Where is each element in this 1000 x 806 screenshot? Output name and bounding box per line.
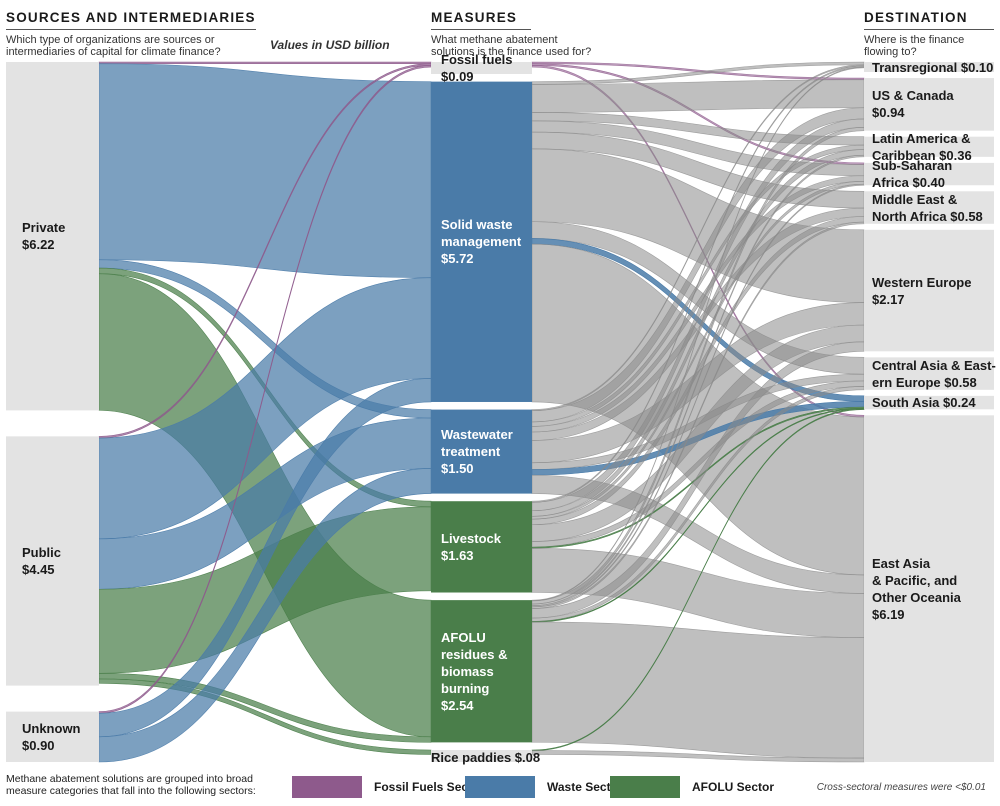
source-label-private: Private $6.22 <box>22 220 66 253</box>
destination-header-rule <box>864 29 994 30</box>
measure-label-rice: Rice paddies $.08 <box>431 749 541 765</box>
link-private-to-fossil <box>98 61 432 64</box>
nodes <box>6 62 994 762</box>
destination-node-latam <box>864 136 994 157</box>
source-links <box>98 61 432 763</box>
link-solid-to-usca <box>531 79 865 113</box>
cross-sectoral-note: Cross-sectoral measures were <$0.01 <box>816 782 986 793</box>
values-unit-note: Values in USD billion <box>270 38 390 52</box>
sources-header: SOURCES AND INTERMEDIARIES <box>6 10 256 25</box>
destination-links <box>531 61 865 763</box>
destination-node-sasia <box>864 395 994 410</box>
measure-label-livestock: Livestock $1.63 <box>441 530 501 563</box>
measure-node-rice <box>431 750 532 762</box>
source-node-public <box>6 436 99 686</box>
destination-node-eap <box>864 415 994 762</box>
measure-node-afolu <box>431 600 532 743</box>
destination-node-usca <box>864 78 994 131</box>
legend-waste-swatch <box>465 776 535 798</box>
legend-afolu: AFOLU Sector <box>610 776 774 798</box>
source-label-unknown: Unknown $0.90 <box>22 720 81 753</box>
measure-node-livestock <box>431 501 532 593</box>
destination-label-eap: East Asia & Pacific, and Other Oceania $… <box>872 555 961 622</box>
link-private-to-solid <box>98 63 432 278</box>
measure-label-fossil: Fossil fuels $0.09 <box>441 52 513 84</box>
legend-afolu-swatch <box>610 776 680 798</box>
measure-label-wastewater: Wastewater treatment $1.50 <box>441 427 513 477</box>
destination-subtitle: Where is the finance flowing to? <box>864 34 965 58</box>
measures-header-rule <box>431 29 531 30</box>
legend-fossil: Fossil Fuels Sector <box>292 776 484 798</box>
sources-subtitle: Which type of organizations are sources … <box>6 34 221 58</box>
destination-label-mena: Middle East & North Africa $0.58 <box>872 191 983 224</box>
source-node-private <box>6 62 99 411</box>
destination-node-weur <box>864 229 994 352</box>
destination-label-usca: US & Canada $0.94 <box>872 88 954 121</box>
destination-node-transregional <box>864 62 994 72</box>
destination-label-weur: Western Europe $2.17 <box>872 274 972 307</box>
destination-label-ssa: Sub-Saharan Africa $0.40 <box>872 158 953 191</box>
measure-label-solid: Solid waste management $5.72 <box>441 217 522 267</box>
link-rice-to-sasia <box>531 408 865 752</box>
legend-afolu-label: AFOLU Sector <box>692 780 775 794</box>
destination-label-sasia: South Asia $0.24 <box>872 395 976 411</box>
destination-node-ssa <box>864 162 994 186</box>
link-unknown-to-solid <box>98 378 432 738</box>
source-label-public: Public $4.45 <box>22 544 62 577</box>
legend-waste: Waste Sector <box>465 776 623 798</box>
destination-node-caee <box>864 357 994 390</box>
measure-node-fossil <box>431 62 532 74</box>
footer-note: Methane abatement solutions are grouped … <box>6 773 256 797</box>
measure-label-afolu: AFOLU residues & biomass burning $2.54 <box>441 629 508 713</box>
measure-node-wastewater <box>431 409 532 494</box>
source-node-unknown <box>6 711 99 762</box>
destination-node-mena <box>864 191 994 224</box>
legend-fossil-label: Fossil Fuels Sector <box>374 780 485 794</box>
measure-node-solid <box>431 81 532 402</box>
destination-header: DESTINATION <box>864 10 968 25</box>
destination-label-transregional: Transregional $0.10 <box>872 59 994 75</box>
destination-label-caee: Central Asia & East- ern Europe $0.58 <box>872 357 996 390</box>
sources-header-rule <box>6 29 256 30</box>
measures-header: MEASURES <box>431 10 518 25</box>
destination-label-latam: Latin America & Caribbean $0.36 <box>872 130 972 163</box>
legend-waste-label: Waste Sector <box>547 780 623 794</box>
measures-subtitle: What methane abatement solutions is the … <box>431 34 592 58</box>
link-afolu-to-usca <box>531 127 865 605</box>
legend-fossil-swatch <box>292 776 362 798</box>
